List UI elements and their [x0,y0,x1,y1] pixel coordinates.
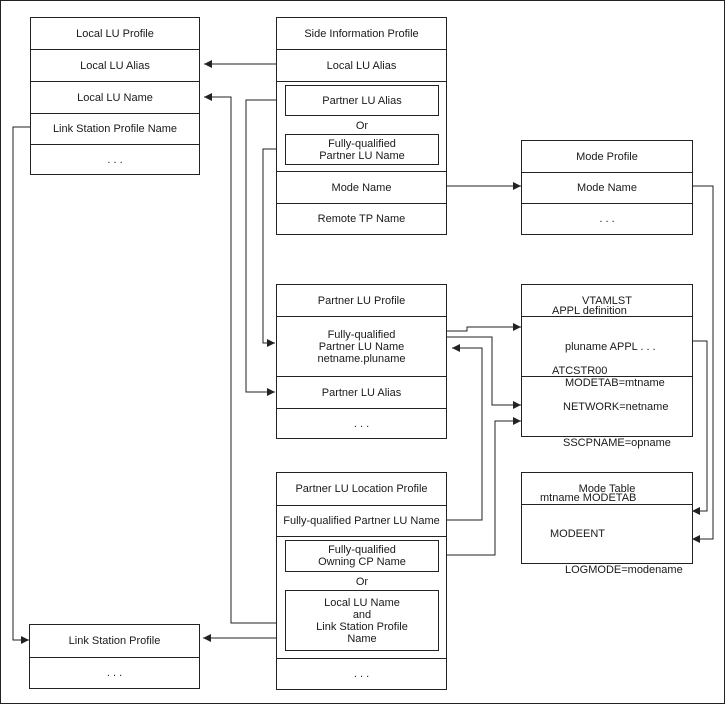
connector-partner-alias [245,99,285,396]
side-information-profile-box: Side Information Profile Local LU Alias … [276,17,447,235]
vtamlst-atc-line2: NETWORK=netname [563,400,669,413]
connector-atcstr [446,336,521,409]
local-lu-profile-title: Local LU Profile [76,27,154,40]
mode-profile-more-cell: . . . [522,203,692,234]
link-station-title: Link Station Profile [68,635,161,647]
connector-fq-partner-name [262,148,285,347]
vtamlst-appl-line2: pluname APPL . . . [565,340,656,353]
vtamlst-atc-line1: ATCSTR00 [552,364,608,377]
connector-link-station-name [12,126,30,644]
side-info-fq-line2: Partner LU Name [319,149,405,162]
location-owning-group [277,536,446,658]
partner-lu-profile-box: Partner LU Profile Fully-qualified Partn… [276,284,447,439]
partner-lu-location-profile-box: Partner LU Location Profile Fully-qualif… [276,472,447,690]
connector-local-lu-name [204,93,285,624]
vtamlst-atc-line3: SSCPNAME=opname [563,436,671,449]
connector-mode-table [692,185,714,543]
connector-appl [446,323,521,332]
vtamlst-appl-line3: MODETAB=mtname [565,376,665,389]
mode-table-line2: MODEENT [550,528,605,540]
location-or-label: Or [355,576,369,588]
location-local-line1: Local LU Name [324,596,400,609]
side-info-fq-partner-box: Fully-qualified Partner LU Name [285,134,439,165]
vtamlst-appl-line1: APPL definition [552,304,627,317]
partner-lu-fq-cell: Fully-qualified Partner LU Name netname.… [277,316,446,376]
link-station-more-cell: . . . [30,657,199,688]
mode-table-box: Mode Table mtname MODETAB MODEENT LOGMOD… [521,472,693,576]
side-info-local-alias-cell: Local LU Alias [277,49,446,81]
vtamlst-atcstr-cell: ATCSTR00 NETWORK=netname SSCPNAME=opname [522,365,692,449]
local-lu-name-cell: Local LU Name [31,81,199,113]
location-owning-line2: Owning CP Name [318,556,406,568]
side-info-partner-alias-box: Partner LU Alias [285,85,439,116]
partner-lu-fq-line1: Fully-qualified [327,328,396,341]
link-station-profile-box: Link Station Profile . . . [29,624,200,689]
mode-table-line3: LOGMODE=modename [565,564,683,576]
mode-table-body: mtname MODETAB MODEENT LOGMODE=modename [522,492,692,576]
vtamlst-box: VTAMLST APPL definition pluname APPL . .… [521,284,693,449]
side-info-remote-tp-cell: Remote TP Name [277,203,446,234]
location-local-line3: Link Station Profile [316,620,408,633]
location-local-lu-link-box: Local LU Name and Link Station Profile N… [285,590,439,651]
location-title: Partner LU Location Profile [295,483,428,495]
side-info-fq-line1: Fully-qualified [328,137,396,150]
connector-owning-cp [438,417,521,556]
side-info-title: Side Information Profile [304,27,419,40]
connector-modetab [692,340,708,515]
location-local-line4: Name [347,632,377,645]
partner-lu-alias-cell: Partner LU Alias [277,376,446,408]
location-owning-line1: Fully-qualified [328,544,396,556]
partner-lu-fq-line2: Partner LU Name [318,340,405,353]
mode-profile-mode-name-cell: Mode Name [522,172,692,203]
vtamlst-title: VTAMLST [582,294,632,307]
mode-table-title: Mode Table [578,482,636,495]
side-info-mode-name-cell: Mode Name [277,171,446,203]
link-station-profile-name-cell: Link Station Profile Name [31,113,199,144]
local-lu-profile-box: Local LU Profile Local LU Alias Local LU… [30,17,200,175]
location-owning-cp-box: Fully-qualified Owning CP Name [285,540,439,572]
side-info-or-label: Or [355,120,369,132]
partner-lu-fq-line3: netname.pluname [317,352,406,365]
side-info-partner-group [277,81,446,171]
connector-location-fq [446,344,483,521]
location-local-line2: and [352,608,372,621]
partner-lu-more-cell: . . . [277,408,446,438]
location-fq-partner-cell: Fully-qualified Partner LU Name [277,505,446,536]
vtamlst-appl-cell: APPL definition pluname APPL . . . MODET… [522,305,692,389]
local-lu-alias-cell: Local LU Alias [31,49,199,81]
location-more-cell: . . . [277,658,446,689]
mode-table-line1: mtname MODETAB [540,492,637,504]
local-lu-more-cell: . . . [31,144,199,174]
mode-profile-box: Mode Profile Mode Name . . . [521,140,693,235]
mode-profile-title: Mode Profile [576,150,638,163]
partner-lu-profile-title: Partner LU Profile [317,294,406,307]
